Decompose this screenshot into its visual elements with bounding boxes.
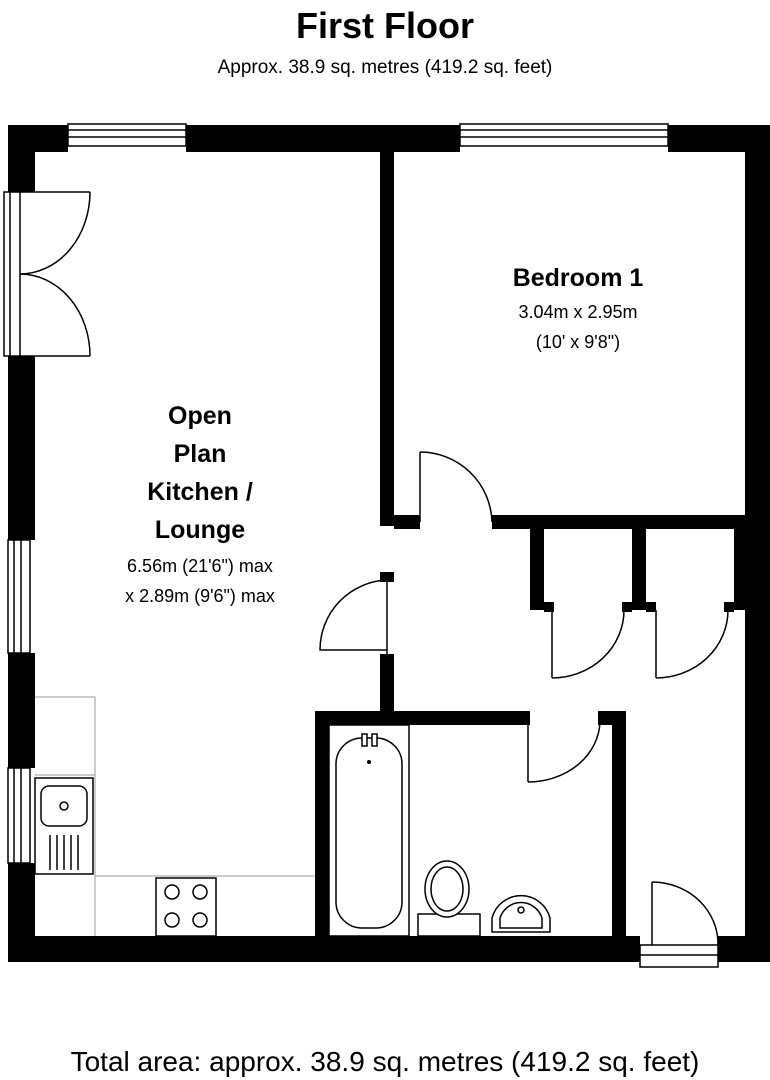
floor-title: First Floor (296, 5, 474, 46)
door-bathroom (520, 711, 608, 783)
window-left-middle (7, 539, 31, 654)
lounge-dims-line-1: 6.56m (21'6") max (127, 556, 273, 576)
window-top-left (67, 123, 187, 147)
window-left-kitchen (7, 767, 31, 864)
window-top-right (459, 123, 669, 147)
bedroom-dims-metric: 3.04m x 2.95m (518, 302, 637, 322)
door-cupboard-1 (544, 602, 632, 679)
entrance-door (639, 881, 719, 968)
lounge-name-line-3: Kitchen / (147, 478, 253, 506)
toilet (417, 860, 481, 937)
hob (155, 877, 217, 937)
lounge-name-line-4: Lounge (155, 516, 245, 544)
total-area-footer: Total area: approx. 38.9 sq. metres (419… (71, 1046, 700, 1077)
bathtub (328, 724, 410, 937)
door-cupboard-2 (646, 602, 734, 679)
door-bedroom (408, 451, 504, 529)
bedroom-label: Bedroom 1 3.04m x 2.95m (10' x 9'8") (513, 264, 644, 352)
basin (491, 894, 551, 933)
kitchen-counter (35, 696, 315, 936)
bedroom-dims-imperial: (10' x 9'8") (536, 332, 620, 352)
door-lounge (319, 572, 394, 664)
lounge-name-line-1: Open (168, 402, 232, 430)
lounge-label: Open Plan Kitchen / Lounge 6.56m (21'6")… (125, 402, 275, 606)
french-doors (3, 191, 91, 357)
exterior-walls (8, 125, 770, 962)
lounge-dims-line-2: x 2.89m (9'6") max (125, 586, 275, 606)
floor-area-subtitle: Approx. 38.9 sq. metres (419.2 sq. feet) (218, 57, 553, 78)
lounge-name-line-2: Plan (174, 440, 227, 468)
bedroom-name: Bedroom 1 (513, 264, 644, 292)
kitchen-sink (34, 777, 94, 875)
